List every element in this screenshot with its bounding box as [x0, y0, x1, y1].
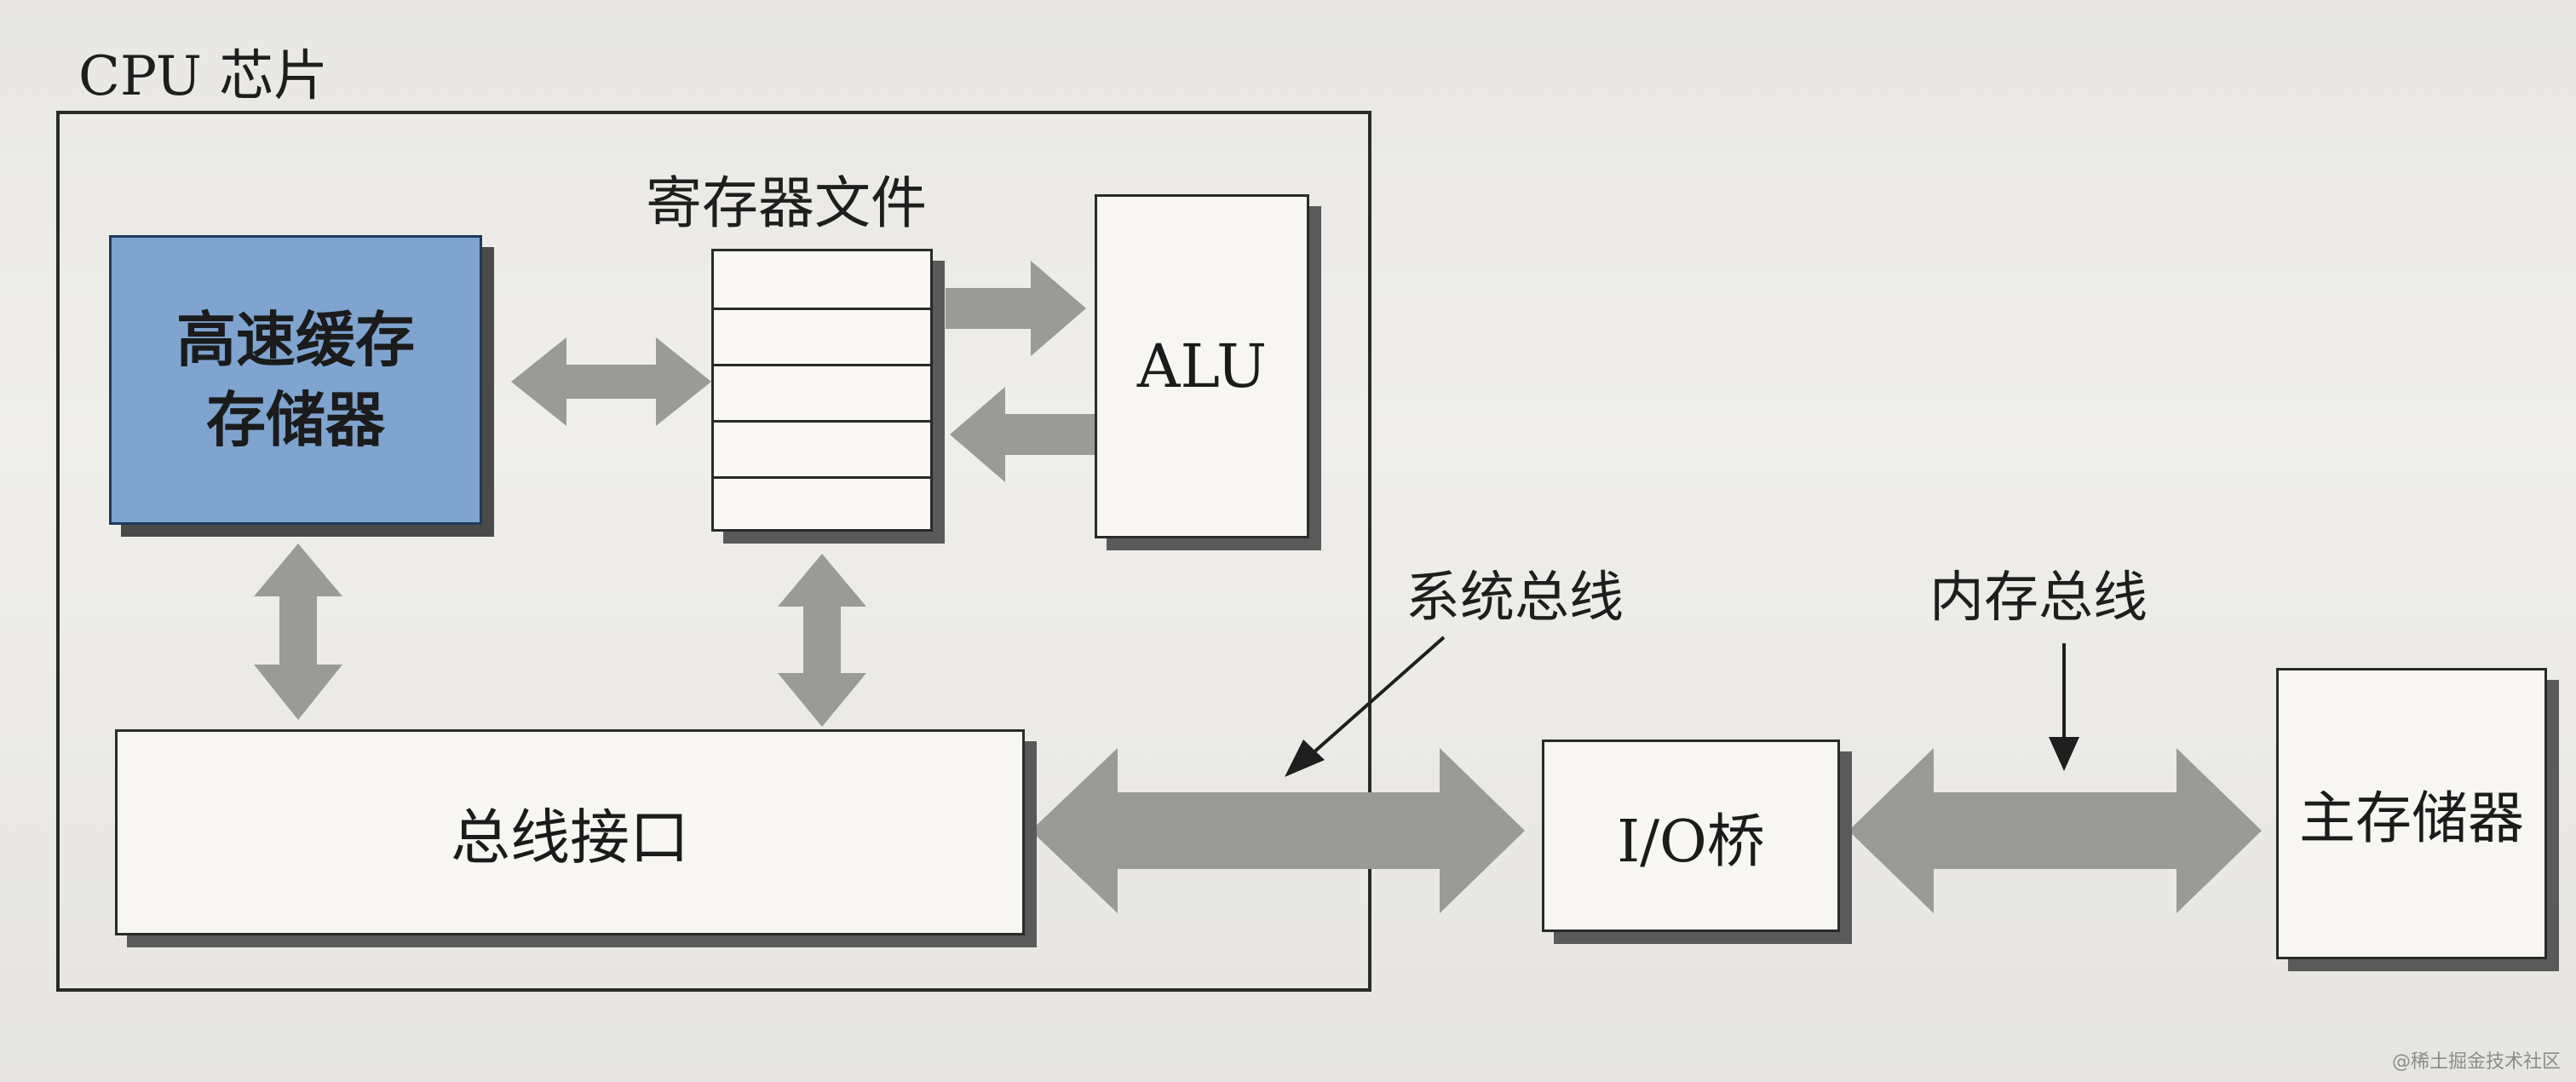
register-to-alu-arrow — [946, 261, 1086, 356]
system-bus-pointer-line — [1310, 636, 1446, 756]
cache-label-line2: 存储器 — [206, 385, 385, 455]
register-row-divider — [714, 308, 930, 310]
memory-bus-label: 内存总线 — [1929, 567, 2148, 630]
system-bus-arrow — [1031, 748, 1525, 913]
register-row-divider — [714, 364, 930, 366]
io-bridge-label: I/O桥 — [1617, 808, 1765, 876]
alu-label: ALU — [1136, 331, 1268, 401]
register-bus-arrow — [778, 554, 866, 727]
bus-interface-label: 总线接口 — [451, 802, 689, 872]
alu-box: ALU — [1095, 194, 1309, 538]
cpu-chip-outline — [56, 111, 1371, 992]
cache-register-arrow — [511, 337, 711, 426]
register-row-divider — [714, 420, 930, 423]
cache-bus-arrow — [254, 544, 342, 720]
bus-interface-box: 总线接口 — [115, 729, 1025, 935]
register-file-label: 寄存器文件 — [646, 170, 927, 236]
cache-label-line1: 高速缓存 — [176, 304, 415, 375]
main-memory-box: 主存储器 — [2276, 668, 2547, 959]
io-bridge-box: I/O桥 — [1542, 740, 1840, 932]
register-row-divider — [714, 476, 930, 479]
system-bus-pointer-head — [1285, 740, 1325, 777]
cpu-chip-label: CPU 芯片 — [78, 45, 329, 108]
system-bus-label: 系统总线 — [1406, 567, 1624, 630]
register-file-box — [711, 249, 933, 532]
memory-bus-arrow — [1849, 748, 2262, 913]
memory-bus-pointer-head — [2049, 737, 2079, 771]
cache-memory-box: 高速缓存 存储器 — [109, 235, 482, 525]
main-memory-label: 主存储器 — [2299, 786, 2524, 851]
watermark-text: @稀土掘金技术社区 — [2391, 1051, 2561, 1073]
alu-to-register-arrow — [950, 387, 1095, 482]
